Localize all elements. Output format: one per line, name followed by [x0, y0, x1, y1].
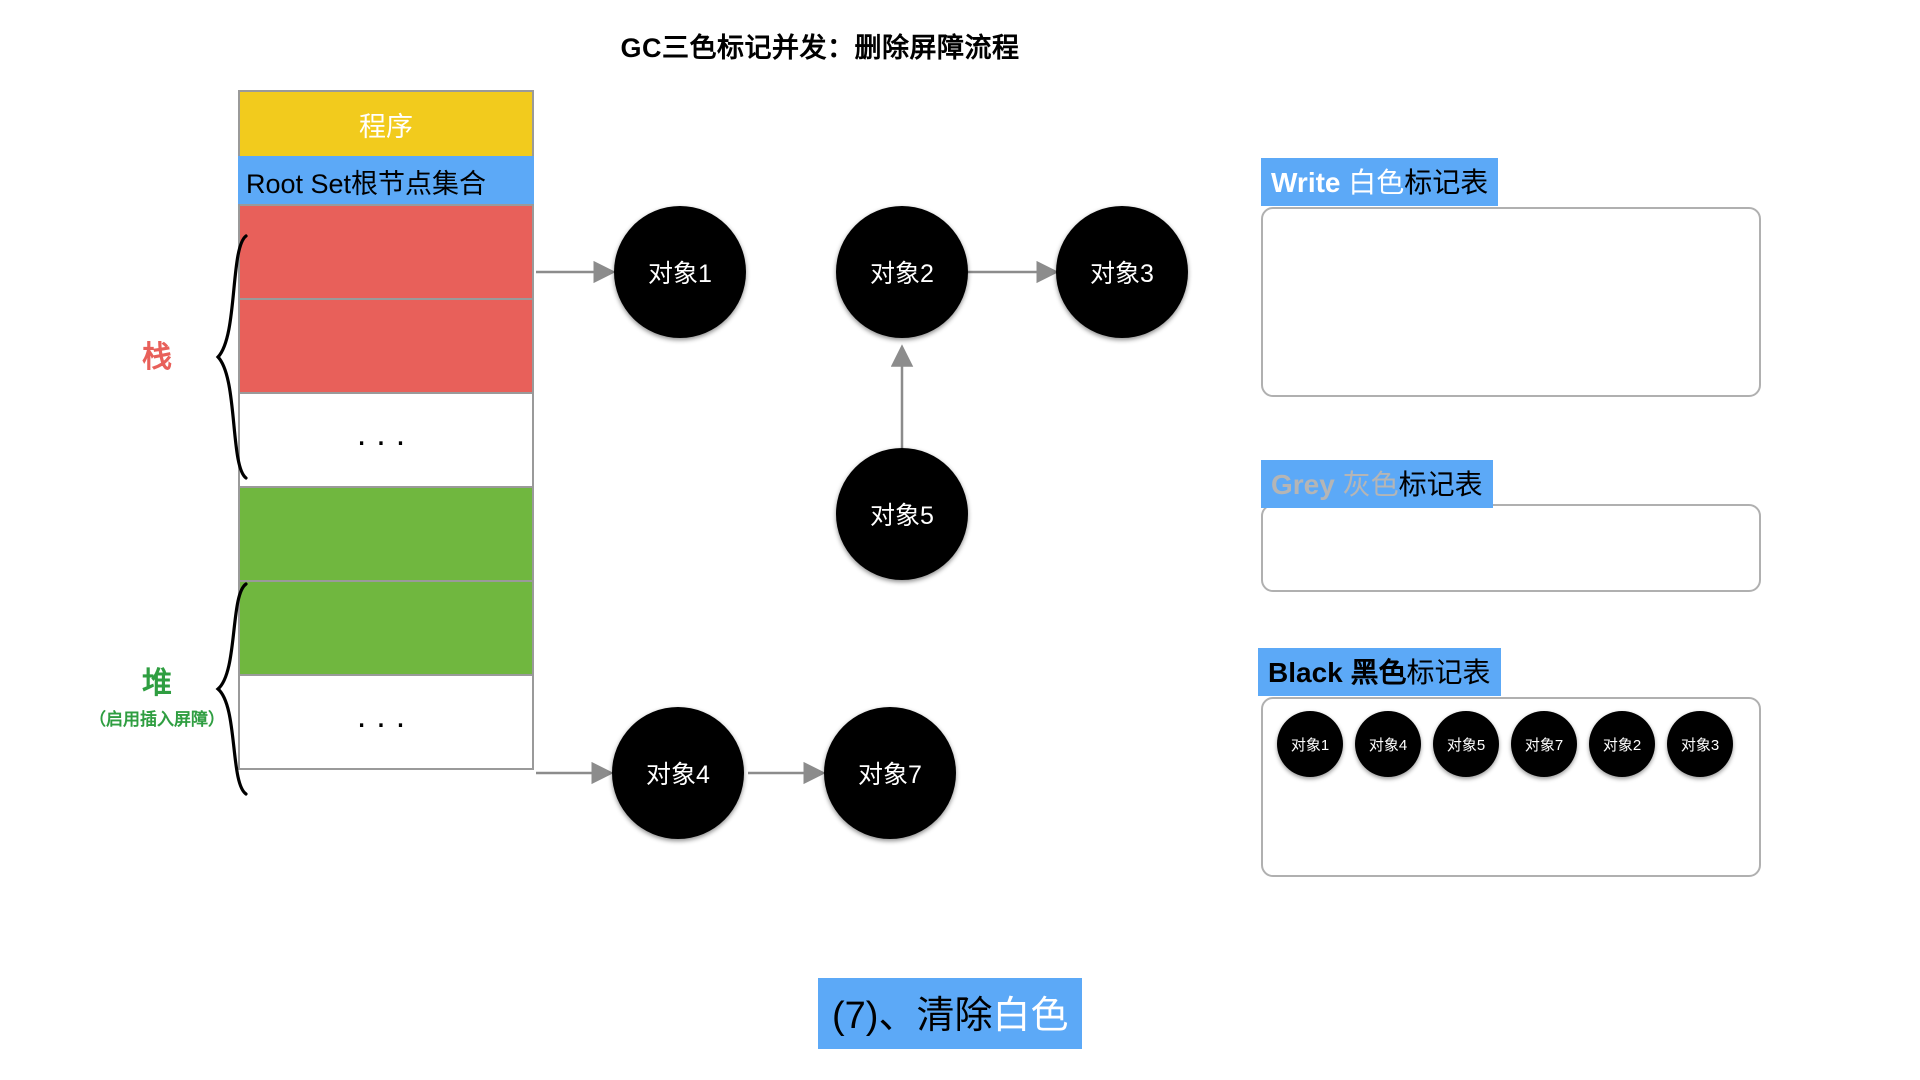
mark-table-chip-label: 对象5 — [1446, 736, 1486, 754]
mark-table-white-header-color: 白色 — [1348, 167, 1405, 198]
mark-table-grey-box[interactable] — [1261, 504, 1761, 592]
heap-label-main: 堆 — [142, 667, 172, 700]
mark-table-black-items: 对象1 对象4 对象5 对象7 对象2 对象3 — [1261, 697, 1761, 877]
heap-label-sub: （启用插入屏障） — [89, 710, 225, 729]
mark-table-chip[interactable]: 对象3 — [1667, 711, 1733, 777]
root-set-label: Root Set根节点集合 — [246, 168, 487, 199]
mark-table-chip-label: 对象1 — [1290, 736, 1330, 754]
object-node-label: 对象2 — [870, 260, 934, 288]
mark-table-white-items — [1261, 207, 1761, 397]
mark-table-white-box[interactable] — [1261, 207, 1761, 397]
object-node-obj2[interactable]: 对象2 — [836, 206, 968, 338]
mark-table-white-header-en: Write — [1271, 167, 1341, 198]
mark-table-chip-label: 对象4 — [1368, 736, 1408, 754]
mark-table-chip[interactable]: 对象2 — [1589, 711, 1655, 777]
step-caption: (7)、清除白色 — [818, 978, 1083, 1049]
heap-label: 堆 （启用插入屏障） — [62, 658, 252, 730]
stack-brace — [215, 234, 248, 480]
heap-brace — [215, 582, 248, 796]
mark-table-black-header-tail: 标记表 — [1406, 657, 1491, 688]
object-node-label: 对象1 — [648, 260, 712, 288]
mark-table-grey-header: Grey 灰色标记表 — [1261, 460, 1493, 508]
object-node-label: 对象3 — [1090, 260, 1154, 288]
stack-ellipsis-label: ... — [356, 415, 416, 453]
step-caption-prefix: (7)、清除 — [832, 995, 993, 1037]
mark-table-grey-header-color: 灰色 — [1342, 469, 1399, 500]
memory-cell-heap-slot-1 — [238, 486, 534, 582]
memory-cell-heap-ellipsis: ... — [238, 674, 534, 770]
object-node-label: 对象4 — [646, 761, 710, 789]
mark-table-black-header-en: Black — [1268, 657, 1343, 688]
mark-table-chip[interactable]: 对象7 — [1511, 711, 1577, 777]
mark-table-grey-header-tail: 标记表 — [1398, 469, 1483, 500]
memory-cell-program: 程序 — [238, 90, 534, 158]
object-node-obj4[interactable]: 对象4 — [612, 707, 744, 839]
memory-cell-stack-ellipsis: ... — [238, 392, 534, 488]
memory-cell-stack-slot-1 — [238, 204, 534, 300]
object-node-obj5[interactable]: 对象5 — [836, 448, 968, 580]
mark-table-white-header: Write 白色标记表 — [1261, 158, 1499, 206]
memory-column: 程序 Root Set根节点集合 ... ... — [238, 90, 534, 770]
mark-table-chip-label: 对象2 — [1602, 736, 1642, 754]
mark-table-grey-header-en: Grey — [1271, 469, 1335, 500]
memory-cell-stack-slot-2 — [238, 298, 534, 394]
mark-table-chip[interactable]: 对象1 — [1277, 711, 1343, 777]
object-node-label: 对象5 — [870, 502, 934, 530]
memory-cell-heap-slot-2 — [238, 580, 534, 676]
mark-table-chip[interactable]: 对象4 — [1355, 711, 1421, 777]
mark-table-black-header: Black 黑色标记表 — [1258, 648, 1501, 696]
mark-table-chip[interactable]: 对象5 — [1433, 711, 1499, 777]
object-node-obj3[interactable]: 对象3 — [1056, 206, 1188, 338]
mark-table-chip-label: 对象7 — [1524, 736, 1564, 754]
object-node-obj1[interactable]: 对象1 — [614, 206, 746, 338]
object-node-obj7[interactable]: 对象7 — [824, 707, 956, 839]
heap-ellipsis-label: ... — [356, 697, 416, 735]
object-node-label: 对象7 — [858, 761, 922, 789]
stack-label: 栈 — [142, 341, 172, 374]
memory-cell-root-set: Root Set根节点集合 — [238, 156, 534, 206]
program-label: 程序 — [359, 111, 413, 142]
mark-table-white-header-tail: 标记表 — [1404, 167, 1489, 198]
mark-table-chip-label: 对象3 — [1680, 736, 1720, 754]
page-title: GC三色标记并发：删除屏障流程 — [620, 33, 1020, 63]
mark-table-black-header-color: 黑色 — [1350, 657, 1407, 688]
step-caption-highlight: 白色 — [992, 995, 1069, 1037]
mark-table-grey-items — [1261, 504, 1761, 592]
